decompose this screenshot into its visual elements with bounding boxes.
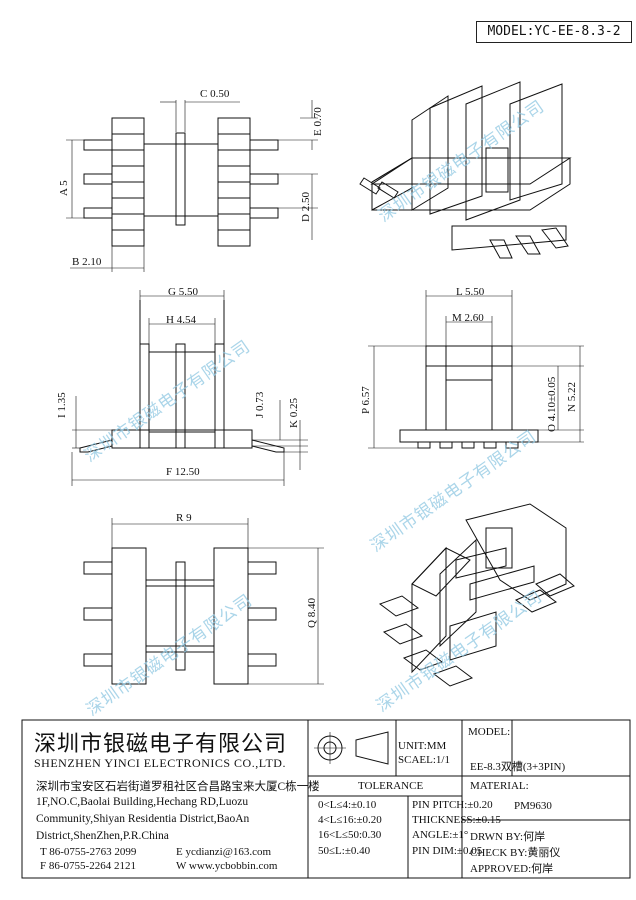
dim-c: C 0.50	[200, 88, 230, 100]
fax: F 86-0755-2264 2121	[40, 860, 136, 872]
email: E ycdianzi@163.com	[176, 846, 272, 858]
dim-r: R 9	[176, 512, 192, 524]
address-en: 1F,NO.C,Baolai Building,Hechang RD,Luozu…	[36, 796, 250, 842]
end-view-middle	[368, 290, 584, 449]
isometric-view-top	[359, 81, 572, 259]
pin-pitch: PIN PITCH:±0.20	[412, 799, 493, 811]
top-view-bottom	[83, 518, 324, 685]
side-view-middle	[71, 290, 308, 486]
address-cn: 深圳市宝安区石岩街道罗租社区合昌路宝来大厦C栋一楼	[36, 781, 320, 793]
pin-dim: PIN DIM:±0.05	[412, 845, 483, 857]
dim-p: P 6.57	[360, 386, 372, 414]
dim-a: A 5	[58, 180, 70, 196]
material-label: MATERIAL:	[470, 780, 529, 792]
unit: UNIT:MM	[398, 740, 447, 752]
front-view-top	[66, 100, 318, 272]
tolerance-4: 50≤L:±0.40	[318, 845, 371, 857]
dim-e: E 0.70	[312, 107, 324, 136]
tolerance-2: 4<L≤16:±0.20	[318, 814, 382, 826]
dim-q: Q 8.40	[306, 598, 318, 628]
dim-d: D 2.50	[300, 192, 312, 222]
dim-j: J 0.73	[254, 391, 266, 418]
tolerance-3: 16<L≤50:0.30	[318, 829, 382, 841]
thickness: THICKNESS:±0.15	[412, 814, 501, 826]
checked-by: CHECK BY:黄丽仪	[470, 847, 561, 859]
model-value: EE-8.3双槽(3+3PIN)	[470, 761, 566, 773]
drawing-model-number: MODEL:YC-EE-8.3-2	[476, 21, 632, 43]
model-label: MODEL:	[468, 726, 511, 738]
angle: ANGLE:±1°	[412, 829, 469, 841]
dim-o: O 4.10±0.05	[546, 376, 558, 432]
tolerance-1: 0<L≤4:±0.10	[318, 799, 377, 811]
drawn-by: DRWN BY:何岸	[470, 831, 546, 843]
dim-g: G 5.50	[168, 286, 198, 298]
scale: SCAEL:1/1	[398, 754, 450, 766]
dim-n: N 5.22	[566, 382, 578, 412]
material-value: PM9630	[514, 800, 552, 812]
dim-l: L 5.50	[456, 286, 485, 298]
approved-by: APPROVED:何岸	[470, 863, 554, 875]
dim-i: I 1.35	[56, 392, 68, 418]
dim-b: B 2.10	[72, 256, 102, 268]
company-name-en: SHENZHEN YINCI ELECTRONICS CO.,LTD.	[34, 756, 286, 770]
phone: T 86-0755-2763 2099	[40, 846, 137, 858]
isometric-view-bottom	[378, 503, 575, 687]
projection-symbol-icon	[314, 731, 389, 765]
dim-m: M 2.60	[452, 312, 484, 324]
tolerance-title: TOLERANCE	[358, 780, 424, 792]
dim-h: H 4.54	[166, 314, 196, 326]
website: W www.ycbobbin.com	[176, 860, 278, 872]
title-block-frame	[21, 719, 631, 879]
dim-k: K 0.25	[288, 398, 300, 428]
company-name-cn: 深圳市银磁电子有限公司	[34, 732, 288, 757]
dim-f: F 12.50	[166, 466, 200, 478]
